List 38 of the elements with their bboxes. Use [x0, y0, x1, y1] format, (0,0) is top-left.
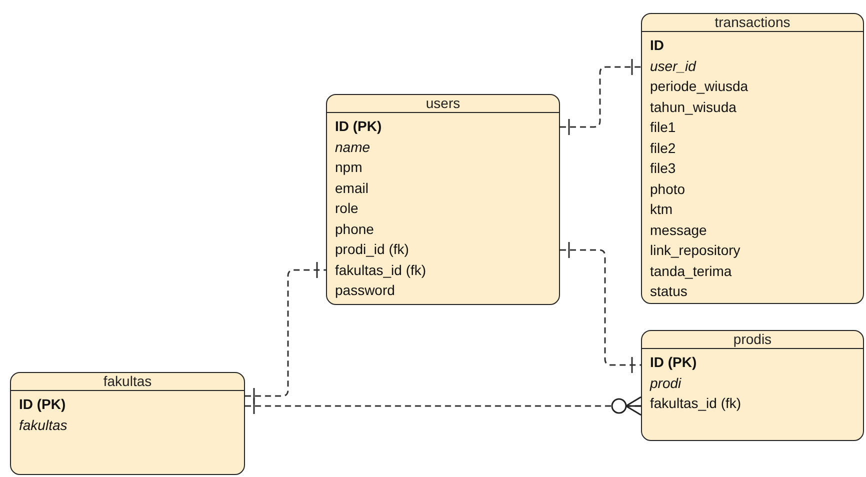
table-box — [641, 13, 864, 304]
field-name: status — [650, 282, 688, 301]
field-name: npm — [335, 158, 362, 177]
field-name: periode_wiusda — [650, 77, 748, 96]
table-header: fakultas — [11, 373, 244, 391]
field-name: file2 — [650, 138, 676, 158]
field-name: ktm — [650, 200, 673, 219]
field-name: fakultas — [19, 416, 68, 434]
field-name: prodi_id (fk) — [335, 240, 409, 259]
field-name: password — [335, 281, 395, 300]
primary-key-field: ID (PK) — [19, 394, 66, 414]
table-box — [10, 372, 245, 475]
table-box — [641, 330, 864, 441]
relationship-line — [245, 396, 642, 416]
primary-key-field: ID — [650, 35, 664, 56]
field-name: link_repository — [650, 241, 740, 260]
field-name: message — [650, 220, 707, 240]
field-name: tanda_terima — [650, 262, 732, 281]
relationship-line — [560, 241, 641, 374]
field-name: fakultas_id (fk) — [650, 394, 742, 413]
relationship-line — [560, 58, 641, 136]
field-name: photo — [650, 180, 686, 199]
field-name: fakultas_id (fk) — [335, 260, 426, 280]
field-name: email — [335, 178, 368, 198]
primary-key-field: ID (PK) — [335, 116, 382, 136]
primary-key-field: ID (PK) — [650, 352, 697, 372]
table-header: transactions — [642, 14, 863, 32]
field-name: file1 — [650, 118, 676, 137]
field-name: user_id — [650, 56, 696, 76]
field-name: name — [335, 138, 370, 156]
field-name: phone — [335, 220, 374, 239]
field-name: tahun_wisuda — [650, 98, 736, 117]
field-name: prodi — [650, 374, 682, 393]
table-box — [326, 94, 560, 305]
table-header: users — [327, 95, 559, 113]
table-header: prodis — [642, 331, 863, 349]
field-name: role — [335, 199, 358, 218]
field-name: file3 — [650, 159, 676, 178]
